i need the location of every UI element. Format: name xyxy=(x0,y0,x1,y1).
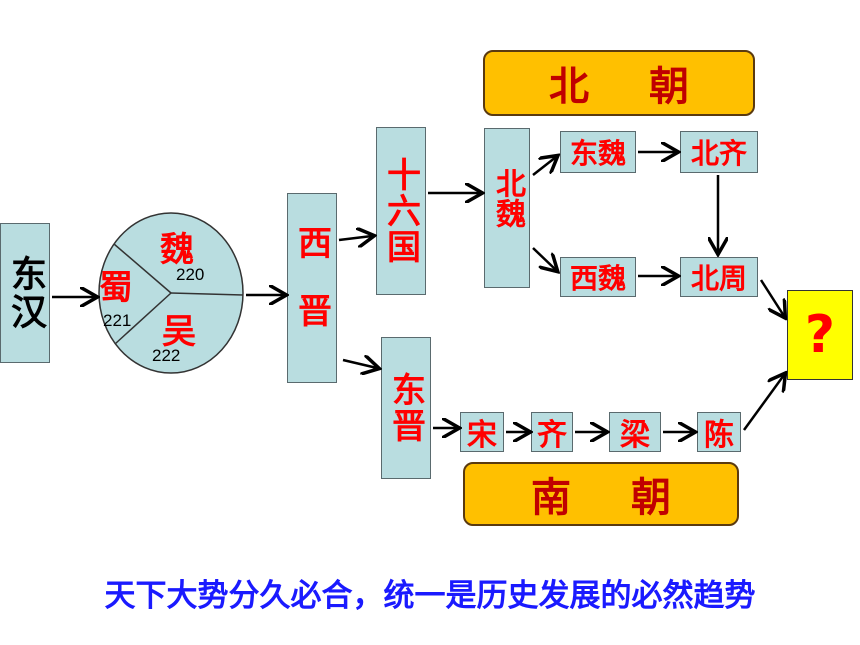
kingdom-wu: 吴 xyxy=(162,312,196,352)
box-xi-wei: 西魏 xyxy=(560,257,636,297)
kingdom-wei: 魏 xyxy=(160,230,194,270)
arrow-beizhou-to-unknown xyxy=(759,279,784,316)
box-bei-zhou: 北周 xyxy=(680,257,758,297)
three-kingdoms-circle xyxy=(98,212,244,374)
box-qi: 齐 xyxy=(531,412,573,453)
box-song: 宋 xyxy=(460,412,504,453)
box-dong-jin: 东晋 xyxy=(381,337,431,479)
year-wei: 220 xyxy=(176,265,205,284)
south-dynasties-banner: 南朝 xyxy=(463,462,739,526)
arrow-xijin-to-16 xyxy=(338,236,372,240)
box-bei-qi: 北齐 xyxy=(680,131,758,173)
arrow-beiwei-to-xiwei xyxy=(532,247,556,270)
box-xi-jin: 西晋 xyxy=(287,193,337,383)
arrow-beiwei-to-dongwei xyxy=(532,157,556,176)
box-bei-wei: 北魏 xyxy=(484,128,530,288)
box-shiliu-guo: 十六国 xyxy=(376,127,426,295)
year-shu: 221 xyxy=(103,311,132,330)
box-dong-wei: 东魏 xyxy=(560,131,636,173)
box-unknown: ? xyxy=(787,290,853,380)
kingdom-shu: 蜀 xyxy=(99,268,133,308)
conclusion-caption: 天下大势分久必合，统一是历史发展的必然趋势 xyxy=(104,578,756,614)
year-wu: 222 xyxy=(152,346,181,365)
box-dong-han: 东汉 xyxy=(0,223,50,363)
north-dynasties-banner: 北朝 xyxy=(483,50,755,116)
arrow-chen-to-unknown xyxy=(742,375,784,431)
arrow-xijin-to-dongjin xyxy=(342,360,377,368)
